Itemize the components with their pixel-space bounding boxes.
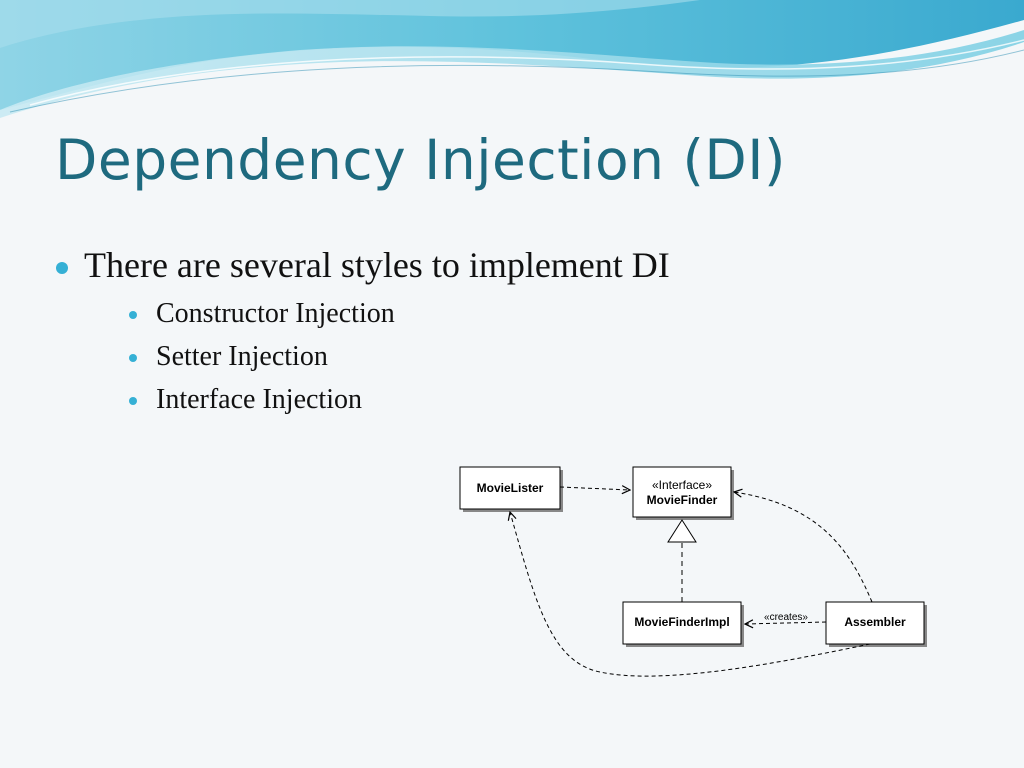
assembler-to-finder-arrow [734, 492, 873, 603]
uml-diagram: MovieLister «Interface» MovieFinder Movi… [459, 466, 927, 677]
movie-finder-label: MovieFinder [647, 493, 718, 507]
lister-to-finder-arrow [559, 487, 630, 490]
movie-finder-box: «Interface» MovieFinder [632, 466, 734, 520]
finder-stereotype-label: «Interface» [652, 478, 712, 492]
slide-title: Dependency Injection (DI) [55, 128, 786, 192]
movie-lister-label: MovieLister [477, 481, 544, 495]
creates-label: «creates» [764, 612, 808, 623]
assembler-box: Assembler [825, 601, 927, 647]
realization-triangle [667, 519, 697, 543]
assembler-label: Assembler [844, 615, 906, 629]
movie-finder-impl-label: MovieFinderImpl [634, 615, 729, 629]
movie-finder-impl-box: MovieFinderImpl [622, 601, 744, 647]
movie-lister-box: MovieLister [459, 466, 563, 512]
